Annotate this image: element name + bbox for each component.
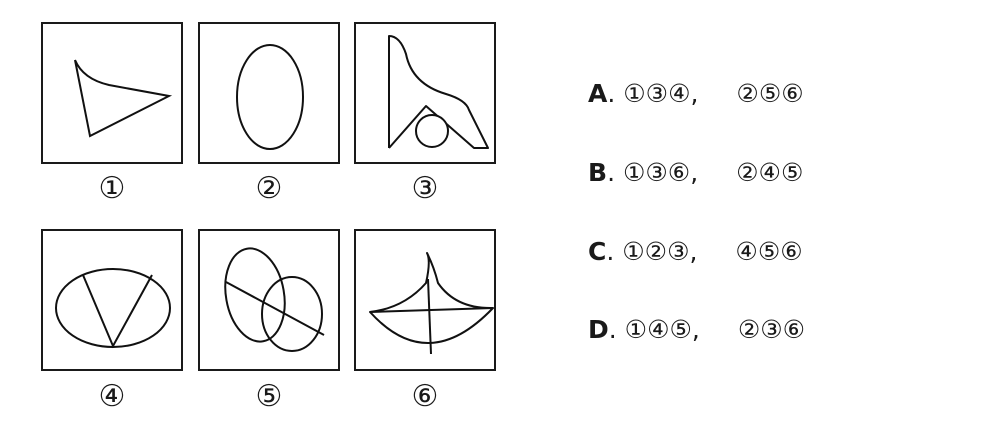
figure-label-5: ⑤ — [255, 379, 283, 414]
option-a[interactable]: A. ①③④, ②⑤⑥ — [588, 78, 804, 110]
figure-panel-4 — [41, 229, 183, 371]
figure-panel-5 — [198, 229, 340, 371]
figure-panel-1 — [41, 22, 183, 164]
option-letter: A — [588, 79, 608, 108]
option-c[interactable]: C. ①②③, ④⑤⑥ — [588, 236, 803, 268]
option-group-2: ④⑤⑥ — [735, 237, 803, 266]
figure-panel-3 — [354, 22, 496, 164]
option-separator: . — [606, 237, 615, 266]
figure-label-3: ③ — [411, 171, 439, 206]
option-separator: . — [607, 158, 616, 187]
figure-label-2: ② — [255, 171, 283, 206]
option-group-2: ②④⑤ — [736, 158, 804, 187]
option-letter: D — [588, 315, 609, 344]
two-ellipses-figure — [224, 247, 325, 352]
figure-label-6: ⑥ — [411, 379, 439, 414]
option-group-1: ①④⑤ — [624, 315, 692, 344]
option-separator: . — [608, 315, 617, 344]
option-comma: , — [689, 237, 698, 266]
option-group-1: ①②③ — [622, 237, 690, 266]
option-d[interactable]: D. ①④⑤, ②③⑥ — [588, 314, 805, 346]
chair-circle-figure — [388, 35, 489, 149]
option-comma: , — [690, 158, 699, 187]
figure-label-4: ④ — [98, 379, 126, 414]
ellipse-figure — [236, 44, 304, 150]
option-separator: . — [607, 79, 616, 108]
option-group-1: ①③④ — [623, 79, 691, 108]
option-group-2: ②⑤⑥ — [736, 79, 804, 108]
option-group-1: ①③⑥ — [622, 158, 691, 187]
triangle-figure — [74, 59, 173, 138]
figure-panel-2 — [198, 22, 340, 164]
option-letter: C — [588, 237, 607, 266]
option-comma: , — [691, 315, 700, 344]
option-letter: B — [588, 158, 608, 187]
option-group-2: ②③⑥ — [737, 315, 806, 344]
ellipse-v-figure — [55, 268, 171, 349]
option-comma: , — [690, 79, 699, 108]
figure-panel-6 — [354, 229, 496, 371]
option-b[interactable]: B. ①③⑥, ②④⑤ — [588, 157, 803, 189]
figure-label-1: ① — [98, 171, 126, 206]
curved-sail-figure — [369, 252, 494, 355]
